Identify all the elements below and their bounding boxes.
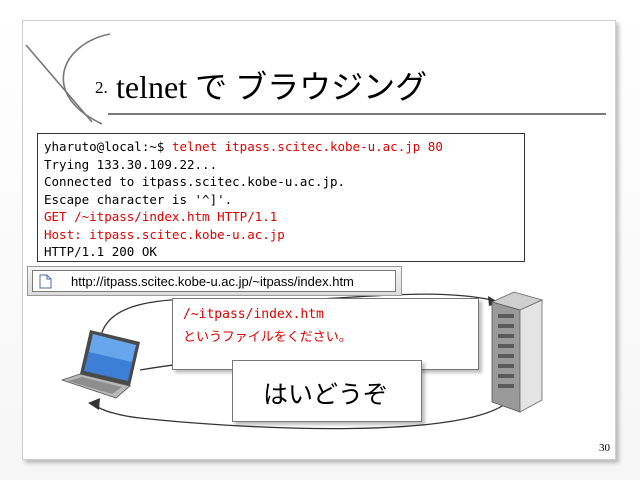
title-underline <box>108 113 606 115</box>
slide-title: telnet で ブラウジング <box>116 69 428 105</box>
terminal-line-connected: Connected to itpass.scitec.kobe-u.ac.jp. <box>44 174 346 189</box>
terminal-window: yharuto@local:~$ telnet itpass.scitec.ko… <box>37 133 525 262</box>
terminal-line-get-request: GET /~itpass/index.htm HTTP/1.1 <box>44 209 278 224</box>
terminal-line-host-header: Host: itpass.scitec.kobe-u.ac.jp <box>44 226 285 242</box>
laptop-icon <box>60 330 140 399</box>
response-message: はいどうぞ <box>263 380 389 409</box>
response-arrowhead <box>88 398 100 410</box>
response-bubble: はいどうぞ <box>232 360 422 422</box>
telnet-command: telnet itpass.scitec.kobe-u.ac.jp 80 <box>171 139 443 154</box>
response-arrow <box>94 399 511 430</box>
terminal-line-trying: Trying 133.30.109.22... <box>44 156 218 172</box>
slide-title-number: 2. <box>95 78 108 97</box>
url-text: http://itpass.scitec.kobe-u.ac.jp/~itpas… <box>71 274 354 289</box>
page-icon <box>39 274 52 289</box>
page-number: 30 <box>599 442 610 454</box>
server-icon <box>490 291 544 413</box>
request-message: というファイルをください。 <box>183 330 352 345</box>
browser-address-bar: http://itpass.scitec.kobe-u.ac.jp/~itpas… <box>27 266 402 296</box>
terminal-prompt: yharuto@local:~$ <box>44 139 172 154</box>
terminal-line-escape: Escape character is '^]'. <box>44 191 233 207</box>
terminal-line-command: yharuto@local:~$ telnet itpass.scitec.ko… <box>44 138 524 156</box>
corner-decoration <box>25 33 111 125</box>
url-field[interactable]: http://itpass.scitec.kobe-u.ac.jp/~itpas… <box>32 270 396 292</box>
terminal-line-response-status: HTTP/1.1 200 OK <box>44 244 157 259</box>
request-path: /~itpass/index.htm <box>183 307 324 322</box>
request-bubble: /~itpass/index.htm というファイルをください。 <box>172 298 479 370</box>
